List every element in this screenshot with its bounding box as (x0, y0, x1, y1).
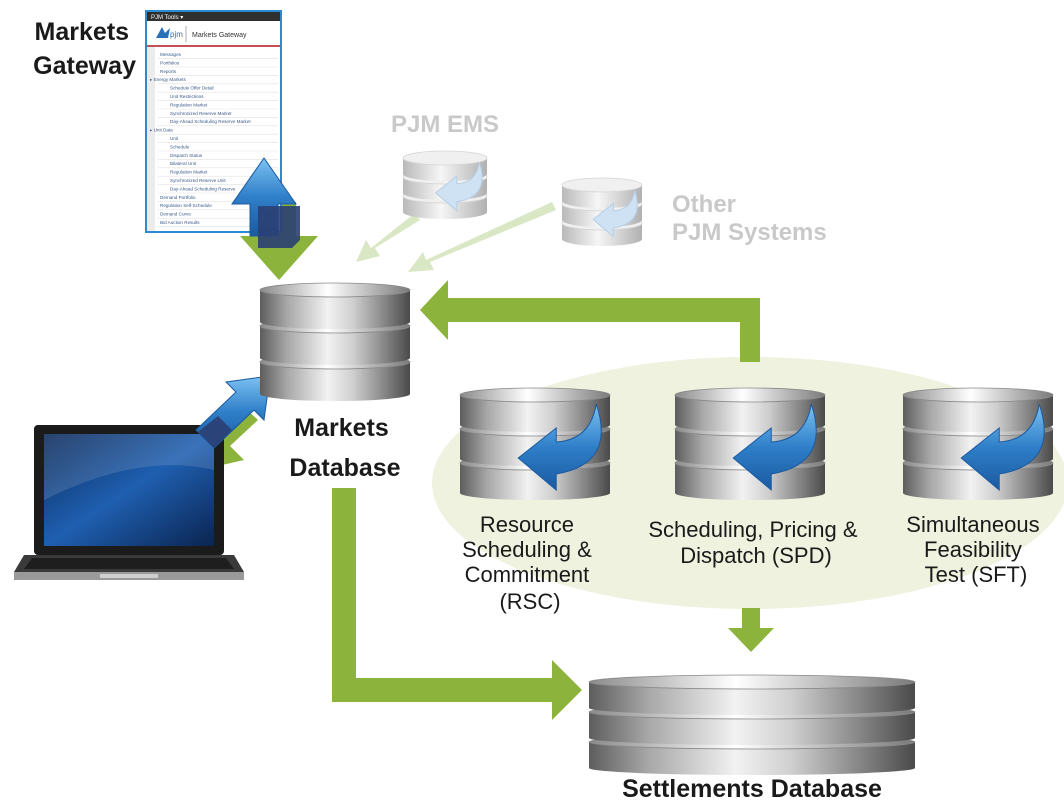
sft-database-icon (902, 387, 1054, 500)
gateway-menu-item[interactable]: ▸ Energy Markets (150, 77, 186, 82)
spd-label: Scheduling, Pricing & Dispatch (SPD) (648, 517, 863, 568)
gateway-menu-item[interactable]: Unit (170, 136, 179, 141)
algorithms-to-settlements-arrow (728, 608, 774, 652)
pjm-logo-icon (156, 27, 170, 38)
settlements-database-label: Settlements Database (622, 775, 882, 803)
pjm-ems-label: PJM EMS (391, 111, 499, 138)
spd-database-icon (674, 387, 826, 500)
rsc-database-icon (459, 387, 611, 500)
gateway-menu-item[interactable]: Unit Restrictions (170, 94, 204, 99)
gateway-menu-item[interactable]: Synchronized Reserve Market (170, 111, 232, 116)
gateway-menu-item[interactable]: Dispatch Status (170, 153, 203, 158)
gateway-menu-item[interactable]: Reports (160, 69, 177, 74)
gateway-window-title: Markets Gateway (192, 32, 247, 39)
laptop-sync-icon (195, 375, 271, 449)
laptop-icon (14, 425, 244, 580)
other-systems-to-markets-arrow (408, 202, 556, 272)
other-systems-database-icon (561, 177, 643, 246)
gateway-menu-item[interactable]: Regulation Self-Schedule (160, 203, 212, 208)
other-pjm-systems-label: Other PJM Systems (672, 191, 827, 246)
gateway-menu-item[interactable]: Bilateral Unit (170, 161, 197, 166)
markets-to-settlements-arrow (332, 488, 582, 720)
markets-gateway-label: Markets Gateway (33, 18, 136, 80)
gateway-menu-item[interactable]: Synchronized Reserve Unit (170, 178, 226, 183)
gateway-window-logo: pjm (170, 30, 183, 39)
gateway-menu-item[interactable]: Portfolios (160, 60, 180, 65)
gateway-menu-item[interactable]: Bid Auction Results (160, 220, 200, 225)
gateway-menu-item[interactable]: ▸ Unit Data (150, 128, 173, 133)
gateway-menu-item[interactable]: Day-Ahead Scheduling Reserve Market (170, 119, 251, 124)
pjm-ems-database-icon (402, 150, 488, 219)
algorithms-to-markets-arrow (420, 280, 760, 362)
gateway-sync-icon (231, 157, 300, 248)
gateway-menu-item[interactable]: Regulation Market (170, 102, 208, 107)
gateway-menu-item[interactable]: Demand Portfolio (160, 195, 196, 200)
gateway-menu-item[interactable]: Day-Ahead Scheduling Reserve (170, 186, 236, 191)
gateway-menu-item[interactable]: Regulation Market (170, 170, 208, 175)
gateway-menu-item[interactable]: Schedule Offer Detail (170, 86, 214, 91)
gateway-menu-item[interactable]: Messages (160, 52, 182, 57)
ems-to-markets-arrow (356, 213, 420, 262)
rsc-label: Resource Scheduling & Commitment (RSC) (462, 512, 598, 614)
gateway-menu-item[interactable]: Schedule (170, 144, 190, 149)
gateway-window-titlebar: PJM Tools ▾ (151, 15, 183, 21)
gateway-menu-item[interactable]: Demand Curve (160, 212, 191, 217)
markets-database-icon (259, 282, 411, 401)
settlements-database-icon (588, 674, 916, 775)
markets-database-label: Markets Database (289, 414, 400, 482)
sft-label: Simultaneous Feasibility Test (SFT) (906, 512, 1045, 587)
